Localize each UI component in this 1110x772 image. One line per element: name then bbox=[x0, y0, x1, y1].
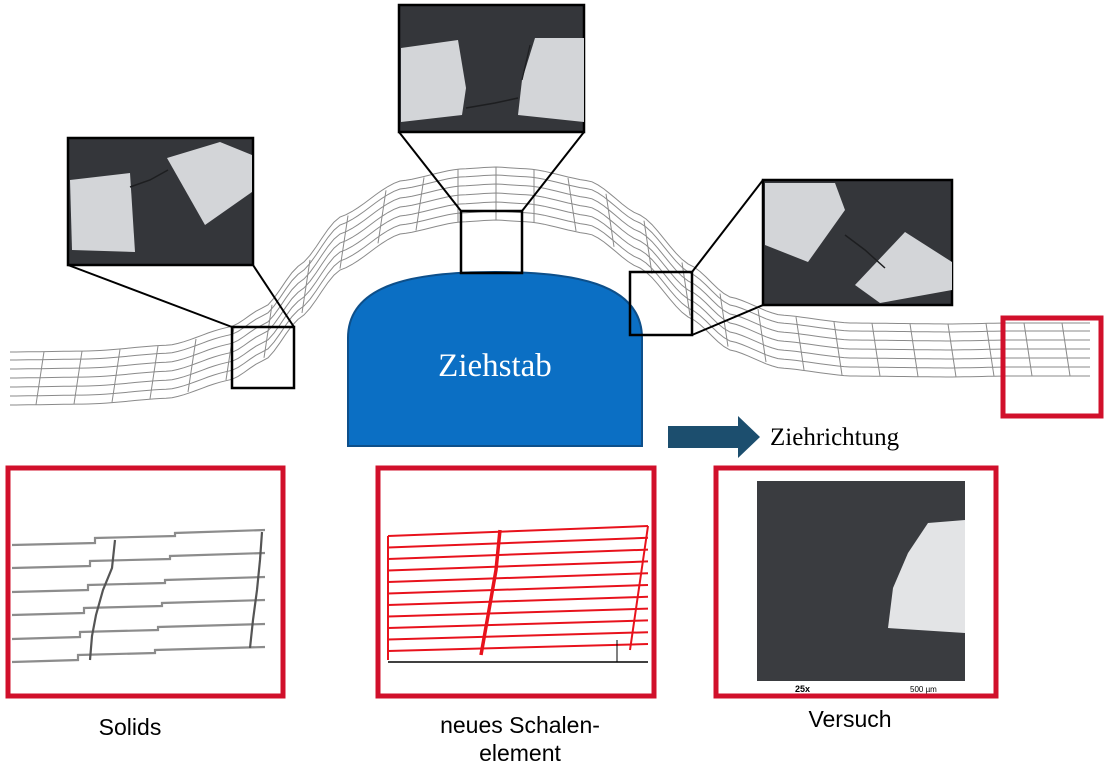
mesh-element-edge bbox=[187, 338, 197, 393]
shell-layer-line bbox=[387, 548, 649, 560]
mesh-element-edge bbox=[567, 177, 577, 231]
mesh-element-edge bbox=[1023, 322, 1033, 377]
shell-layer-line bbox=[387, 631, 649, 641]
mesh-element-edge bbox=[795, 316, 805, 370]
panel-solids bbox=[5, 465, 286, 699]
shell-layer-line bbox=[387, 572, 649, 583]
micrograph-test: 25x 500 µm bbox=[757, 481, 965, 694]
magnifier-top bbox=[397, 3, 586, 275]
shell-layer-line bbox=[387, 619, 649, 629]
mesh-element-edge bbox=[149, 345, 159, 399]
label-shell-line1: neues Schalen- bbox=[440, 712, 600, 738]
micrograph-left bbox=[66, 136, 255, 267]
mesh-element-edge bbox=[947, 323, 957, 378]
mesh-element-edge bbox=[415, 177, 425, 231]
shell-element-edge bbox=[629, 525, 649, 651]
sheet-mesh bbox=[10, 166, 1090, 406]
mesh-layer-line bbox=[10, 174, 1090, 361]
mesh-element-edge bbox=[377, 190, 387, 244]
mesh-element-edge bbox=[605, 193, 615, 247]
mesh-layer-line bbox=[10, 166, 1090, 353]
label-shell-line2: element bbox=[479, 740, 561, 766]
mesh-layer-line bbox=[10, 219, 1090, 406]
shell-layer-line bbox=[387, 595, 649, 606]
shell-layer-line bbox=[387, 525, 649, 537]
highlight-frame-mesh-end bbox=[1000, 315, 1104, 419]
mesh-layer-line bbox=[10, 192, 1090, 379]
shell-layer-line bbox=[387, 607, 649, 618]
mesh-element-edge bbox=[757, 309, 767, 363]
mesh-element-edge bbox=[339, 215, 349, 269]
mesh-element-edge bbox=[263, 304, 273, 358]
mesh-element-edge bbox=[833, 321, 843, 376]
micrograph-magnification: 25x bbox=[795, 684, 810, 694]
mesh-element-edge bbox=[35, 351, 45, 405]
panel-shell-element bbox=[375, 465, 657, 699]
direction-label: Ziehrichtung bbox=[770, 424, 900, 451]
solids-mesh bbox=[11, 528, 266, 664]
micrograph-top bbox=[397, 3, 586, 134]
draw-bead-label: Ziehstab bbox=[438, 348, 552, 384]
mesh-element-edge bbox=[985, 323, 995, 377]
shell-layer-line bbox=[387, 584, 649, 595]
mesh-element-edge bbox=[643, 220, 653, 274]
mesh-element-edge bbox=[301, 259, 311, 313]
mesh-element-edge bbox=[871, 323, 881, 377]
label-solids: Solids bbox=[98, 714, 162, 740]
shell-element-mesh bbox=[387, 525, 649, 660]
magnifier-right bbox=[628, 178, 954, 337]
shell-element-edge bbox=[479, 529, 502, 656]
shell-layer-line bbox=[387, 643, 649, 652]
mesh-layer-line bbox=[10, 201, 1090, 388]
mesh-element-edge bbox=[1061, 322, 1071, 377]
mesh-element-edge bbox=[73, 351, 83, 405]
direction-arrow bbox=[668, 416, 760, 458]
shell-layer-line bbox=[387, 536, 649, 549]
mesh-element-edge bbox=[719, 293, 729, 347]
shell-layer-line bbox=[387, 560, 649, 572]
micrograph-scale: 500 µm bbox=[910, 685, 937, 694]
label-test: Versuch bbox=[808, 706, 892, 732]
magnifier-left bbox=[66, 136, 296, 390]
mesh-element-edge bbox=[909, 323, 919, 377]
mesh-layer-line bbox=[10, 183, 1090, 370]
panel-test: 25x 500 µm bbox=[713, 465, 999, 699]
micrograph-right bbox=[761, 178, 954, 307]
mesh-element-edge bbox=[111, 349, 121, 403]
mesh-layer-line bbox=[10, 210, 1090, 397]
